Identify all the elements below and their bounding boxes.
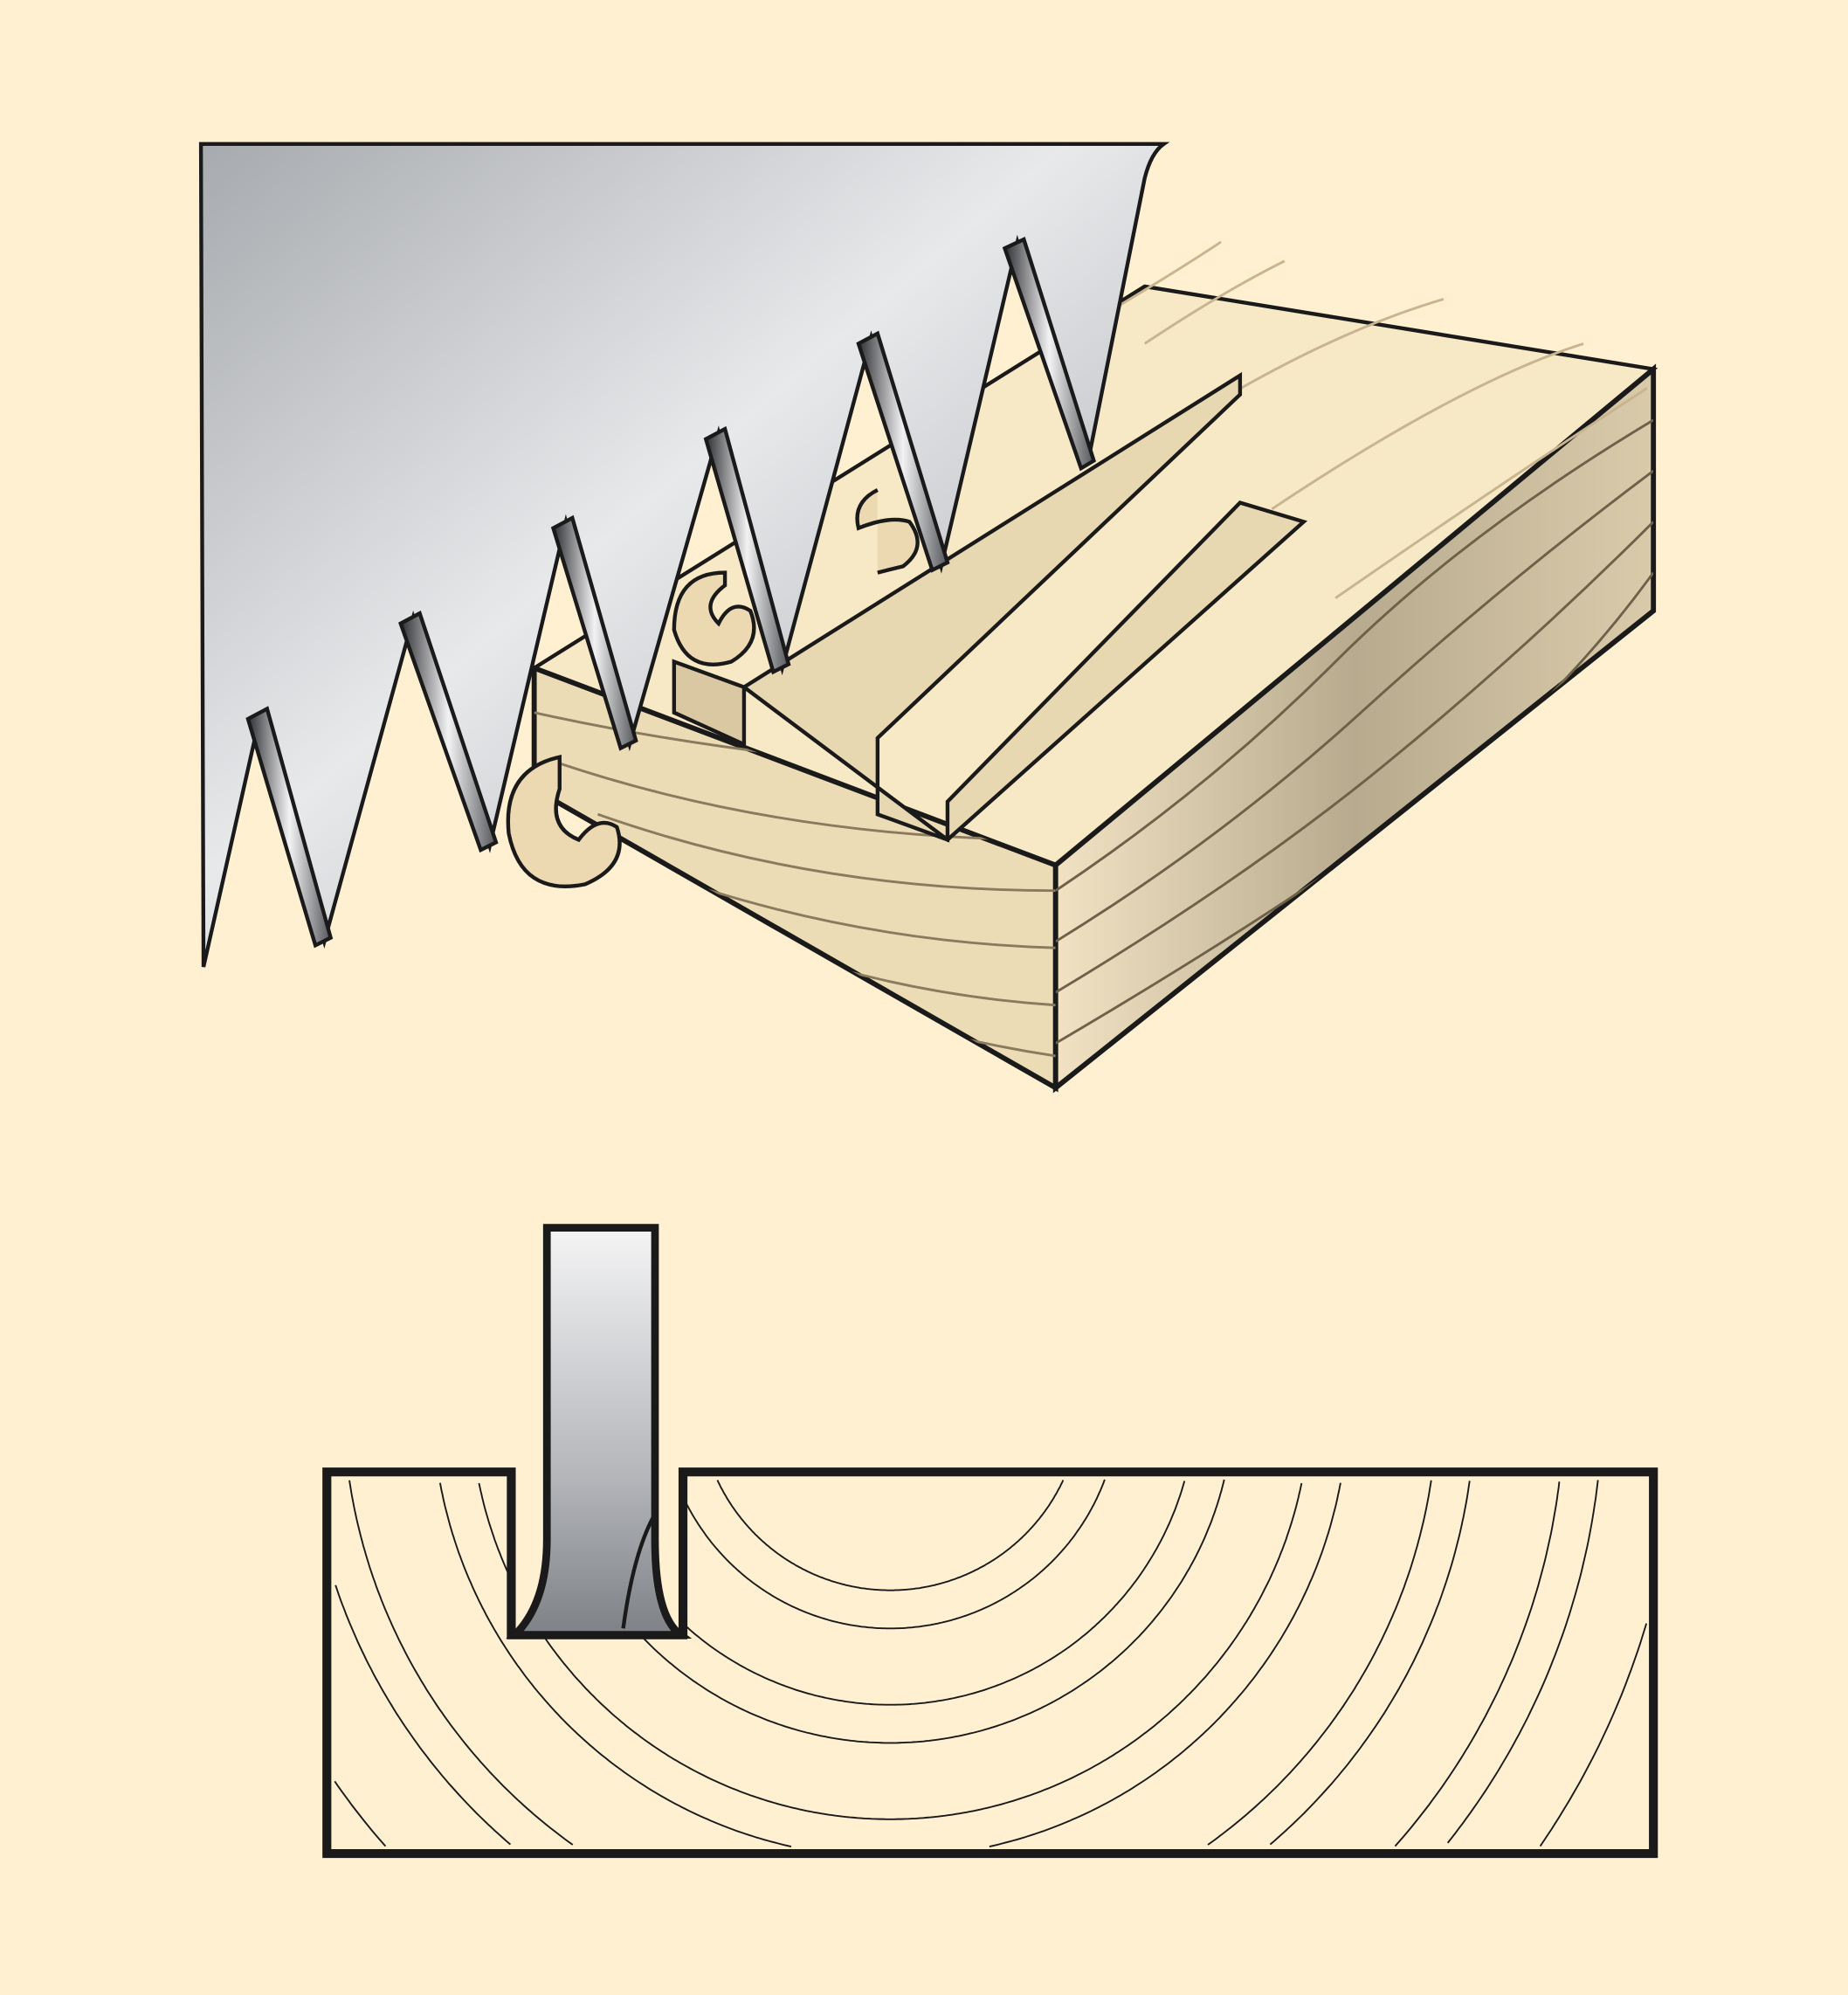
groove-end-notch xyxy=(672,659,747,748)
chisel xyxy=(506,1224,693,1639)
cross-section-grain-rings xyxy=(334,1479,1648,1848)
saw-blade xyxy=(198,142,1170,968)
wood-shavings xyxy=(506,487,920,888)
board-side-face xyxy=(1052,363,1657,1094)
cross-section-board xyxy=(322,1467,1658,1859)
saw-kerf-groove xyxy=(741,371,1308,843)
wood-board xyxy=(529,240,1658,1094)
saw-teeth xyxy=(245,237,1097,949)
